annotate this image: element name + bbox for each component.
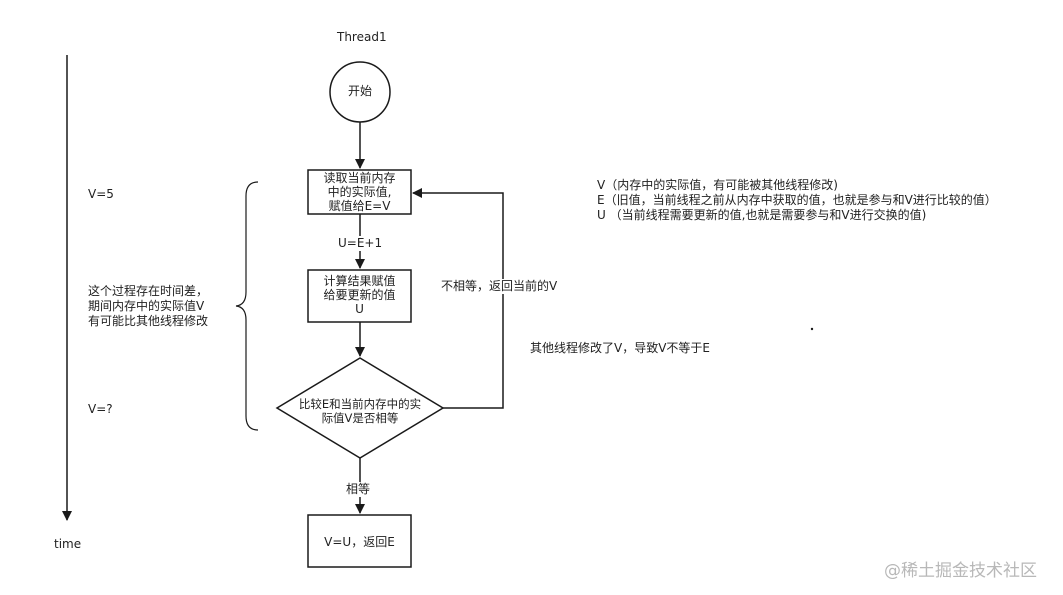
- compare-line: 比较E和当前内存中的实: [298, 397, 422, 411]
- read-step-line: 中的实际值,: [327, 185, 392, 199]
- legend-u: U （当前线程需要更新的值,也就是需要参与和V进行交换的值): [597, 208, 927, 222]
- equal-edge-label: 相等: [346, 482, 371, 497]
- compute-step-line: 给要更新的值: [323, 288, 396, 302]
- start-label: 开始: [347, 84, 372, 98]
- time-gap-line: 这个过程存在时间差，: [88, 284, 209, 298]
- compute-step-line: U: [355, 302, 364, 316]
- compare-decision-text: 比较E和当前内存中的实 际值V是否相等: [288, 397, 432, 425]
- v-unknown-label: V=?: [88, 402, 113, 416]
- compute-step-line: 计算结果赋值: [323, 274, 396, 288]
- legend-e: E（旧值，当前线程之前从内存中获取的值，也就是参与和V进行比较的值）: [597, 193, 997, 207]
- read-step-text: 读取当前内存 中的实际值, 赋值给E=V: [308, 171, 411, 213]
- v-equals-5-label: V=5: [88, 187, 114, 201]
- compute-step-box: [307, 269, 412, 323]
- compare-line: 际值V是否相等: [321, 411, 399, 425]
- result-box: [307, 514, 412, 568]
- read-step-line: 赋值给E=V: [328, 199, 391, 213]
- watermark: @稀土掘金技术社区: [884, 561, 1037, 581]
- result-text: V=U，返回E: [324, 535, 395, 549]
- time-gap-line: 期间内存中的实际值V: [88, 299, 205, 313]
- time-axis-label: time: [54, 537, 82, 551]
- assign-edge-label: U=E+1: [338, 236, 383, 251]
- not-equal-edge-label: 不相等，返回当前的V: [441, 279, 558, 294]
- time-gap-brace: [235, 181, 259, 431]
- compute-step-text: 计算结果赋值 给要更新的值 U: [308, 274, 411, 316]
- legend-v: V（内存中的实际值，有可能被其他线程修改): [597, 178, 838, 192]
- other-thread-note: 其他线程修改了V，导致V不等于E: [530, 341, 711, 355]
- read-step-line: 读取当前内存: [323, 171, 396, 185]
- edge-not-equal-loop: [412, 188, 504, 409]
- time-gap-note: 这个过程存在时间差， 期间内存中的实际值V 有可能比其他线程修改: [88, 284, 208, 329]
- thread-label: Thread1: [337, 30, 387, 44]
- time-gap-line: 有可能比其他线程修改: [88, 314, 209, 328]
- stray-dot: [810, 327, 814, 331]
